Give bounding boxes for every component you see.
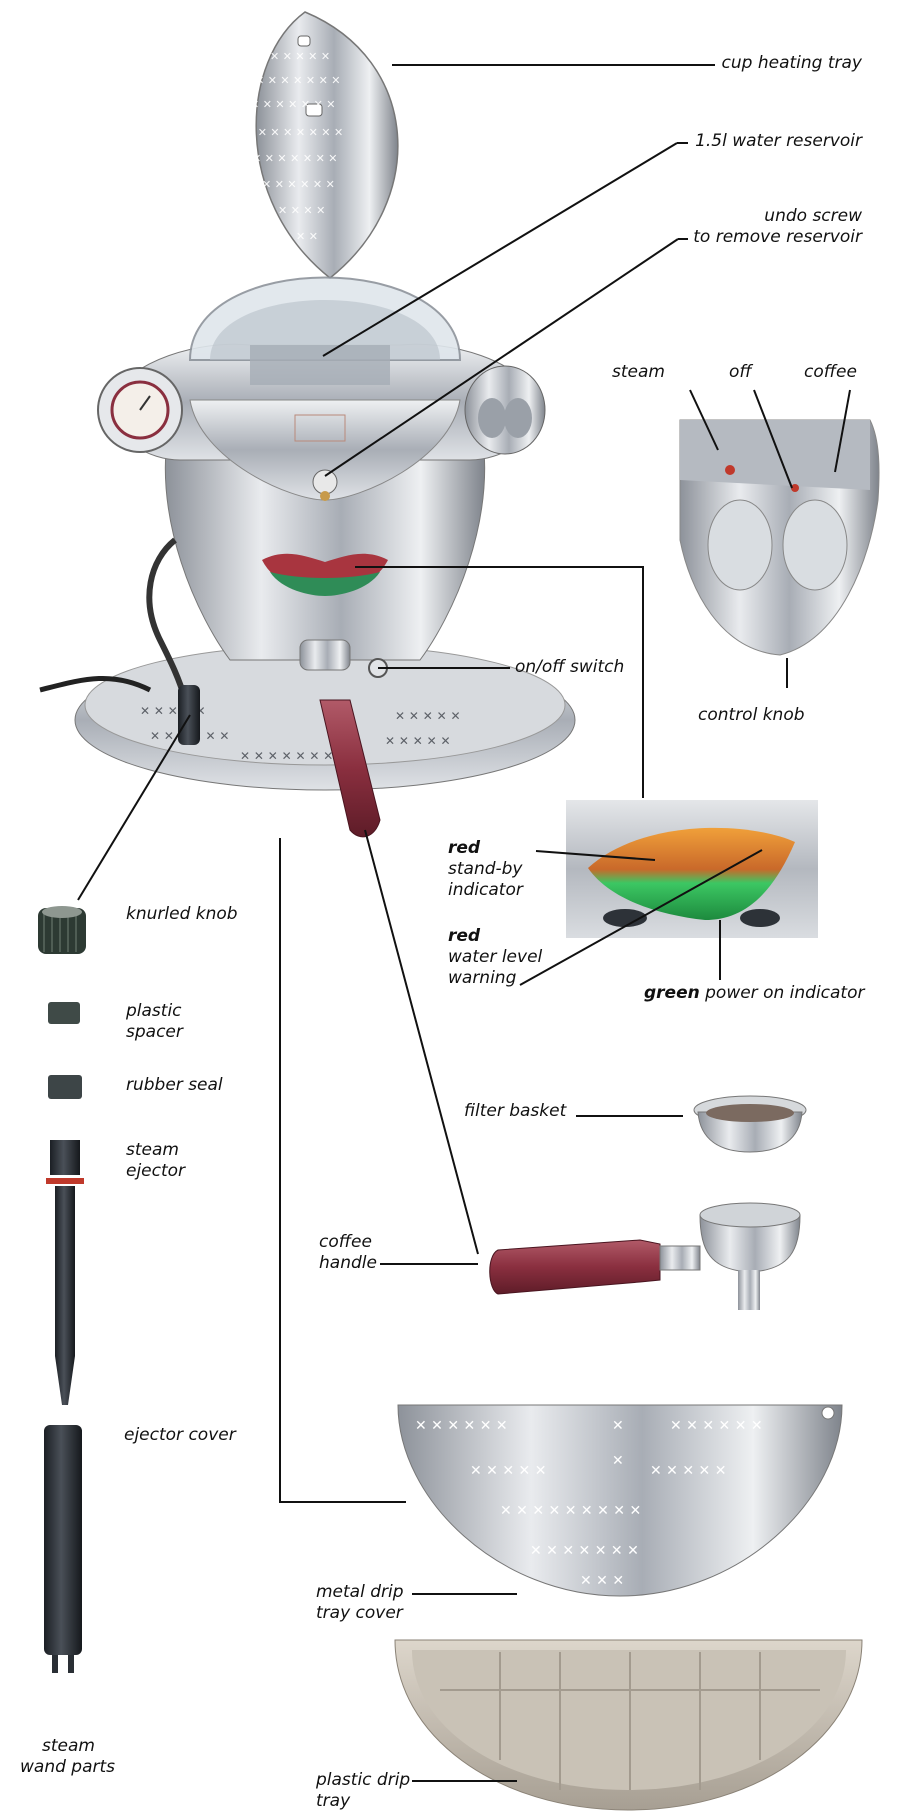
svg-text:✕ ✕ ✕ ✕ ✕ ✕ ✕ ✕: ✕ ✕ ✕ ✕ ✕ ✕ ✕ ✕: [240, 749, 347, 763]
label-metal-drip-line1: metal drip: [316, 1582, 404, 1603]
label-red-water-level: red: [448, 926, 480, 947]
filter-basket-illustration: [694, 1096, 806, 1152]
svg-text:✕ ✕ ✕ ✕ ✕: ✕ ✕ ✕ ✕ ✕: [395, 709, 461, 723]
svg-text:✕ ✕ ✕ ✕ ✕: ✕ ✕ ✕ ✕ ✕: [470, 1463, 546, 1479]
label-coffee: coffee: [804, 362, 857, 383]
label-coffee-handle-line1: coffee: [319, 1232, 372, 1253]
label-standby-line1: stand-by: [448, 859, 523, 880]
label-rubber-seal: rubber seal: [126, 1075, 223, 1096]
label-plastic-drip-line2: tray: [316, 1791, 350, 1812]
label-cup-heating-tray: cup heating tray: [722, 53, 862, 74]
label-ejector-cover: ejector cover: [124, 1425, 236, 1446]
label-on-off-switch: on/off switch: [515, 657, 624, 678]
metal-drip-tray-cover-illustration: ✕ ✕ ✕ ✕ ✕ ✕ ✕ ✕ ✕ ✕ ✕ ✕ ✕ ✕ ✕ ✕ ✕ ✕ ✕ ✕ …: [398, 1405, 842, 1596]
leader-metal-drip-tray: [280, 838, 406, 1502]
label-off: off: [729, 362, 752, 383]
label-filter-basket: filter basket: [464, 1101, 566, 1122]
label-steam-wand-line1: steam: [42, 1736, 95, 1757]
svg-text:✕ ✕ ✕ ✕ ✕ ✕: ✕ ✕ ✕ ✕ ✕ ✕: [262, 178, 335, 191]
label-standby-line2: indicator: [448, 880, 523, 901]
label-plastic-spacer-line2: spacer: [126, 1022, 183, 1043]
svg-text:✕ ✕ ✕ ✕ ✕ ✕ ✕ ✕ ✕: ✕ ✕ ✕ ✕ ✕ ✕ ✕ ✕ ✕: [500, 1503, 641, 1519]
label-water-level-line1: water level: [448, 947, 542, 968]
label-steam-wand-line2: wand parts: [20, 1757, 115, 1778]
label-plastic-drip-line1: plastic drip: [316, 1770, 410, 1791]
cup-heating-tray-illustration: ✕ ✕ ✕ ✕ ✕ ✕ ✕ ✕ ✕ ✕ ✕ ✕ ✕ ✕ ✕ ✕ ✕ ✕ ✕ ✕ …: [245, 12, 398, 278]
svg-text:✕ ✕ ✕ ✕ ✕ ✕ ✕ ✕: ✕ ✕ ✕ ✕ ✕ ✕ ✕ ✕: [245, 126, 343, 139]
plastic-drip-tray-illustration: [395, 1640, 862, 1810]
svg-text:✕ ✕ ✕ ✕ ✕ ✕ ✕: ✕ ✕ ✕ ✕ ✕ ✕ ✕: [530, 1543, 639, 1559]
svg-text:✕ ✕ ✕ ✕ ✕ ✕ ✕: ✕ ✕ ✕ ✕ ✕ ✕ ✕: [255, 74, 341, 87]
label-water-level-line2: warning: [448, 968, 516, 989]
svg-text:✕ ✕ ✕: ✕ ✕ ✕: [580, 1573, 624, 1589]
label-knurled-knob: knurled knob: [126, 904, 238, 925]
svg-text:✕ ✕ ✕ ✕ ✕ ✕: ✕ ✕ ✕ ✕ ✕ ✕: [415, 1418, 508, 1434]
label-coffee-handle-line2: handle: [319, 1253, 377, 1274]
svg-text:✕ ✕ ✕ ✕ ✕: ✕ ✕ ✕ ✕ ✕: [270, 50, 330, 63]
svg-text:✕ ✕: ✕ ✕: [296, 230, 318, 243]
svg-text:✕ ✕ ✕ ✕ ✕: ✕ ✕ ✕ ✕ ✕: [650, 1463, 726, 1479]
label-red-standby: red: [448, 838, 480, 859]
label-undo-screw-line1: undo screw: [764, 206, 862, 227]
label-steam: steam: [612, 362, 665, 383]
svg-text:✕ ✕ ✕ ✕ ✕ ✕ ✕: ✕ ✕ ✕ ✕ ✕ ✕ ✕: [252, 152, 338, 165]
label-metal-drip-line2: tray cover: [316, 1603, 403, 1624]
svg-text:✕ ✕ ✕ ✕: ✕ ✕ ✕ ✕: [278, 204, 325, 217]
label-green: green: [644, 983, 700, 1003]
label-water-reservoir: 1.5l water reservoir: [695, 131, 862, 152]
steam-wand-parts-illustration: [38, 906, 86, 1673]
coffee-handle-illustration: [490, 1203, 800, 1310]
label-power-on: green power on indicator: [644, 983, 864, 1004]
label-power-on-text: power on indicator: [700, 983, 865, 1003]
svg-text:✕: ✕: [612, 1453, 624, 1469]
indicator-closeup-illustration: [566, 800, 818, 938]
label-steam-ejector-line2: ejector: [126, 1161, 185, 1182]
label-plastic-spacer-line1: plastic: [126, 1001, 182, 1022]
svg-text:✕ ✕ ✕ ✕ ✕ ✕ ✕: ✕ ✕ ✕ ✕ ✕ ✕ ✕: [250, 98, 336, 111]
label-undo-screw-line2: to remove reservoir: [693, 227, 862, 248]
label-steam-ejector-line1: steam: [126, 1140, 179, 1161]
svg-text:✕ ✕ ✕ ✕ ✕ ✕: ✕ ✕ ✕ ✕ ✕ ✕: [670, 1418, 763, 1434]
label-control-knob: control knob: [698, 705, 805, 726]
svg-text:✕: ✕: [612, 1418, 624, 1434]
svg-text:✕ ✕ ✕ ✕ ✕: ✕ ✕ ✕ ✕ ✕: [385, 734, 451, 748]
